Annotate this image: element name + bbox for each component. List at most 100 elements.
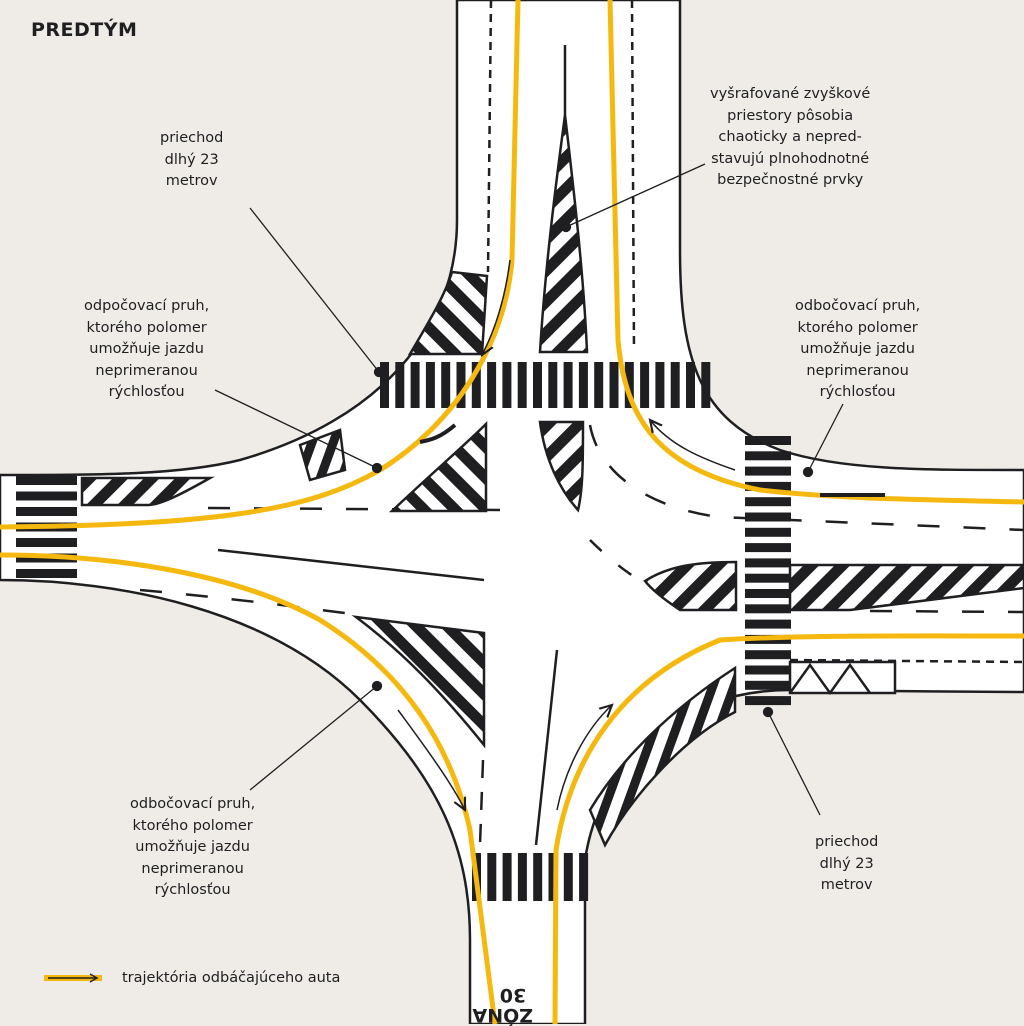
annotation-turn-lane-east: odbočovací pruh, ktorého polomer umožňuj… [795,296,920,404]
southeast-curve-strips [588,665,737,848]
annotation-turn-lane-southwest: odbočovací pruh, ktorého polomer umožňuj… [130,794,255,902]
annotation-crossing-north: priechod dlhý 23 metrov [160,128,223,193]
zone-marking-word: ZÓNA [472,1004,533,1026]
annotation-line: bezpečnostné prvky [717,172,864,188]
crosswalk-stripe [517,853,527,901]
crosswalk-stripe [745,512,791,522]
crosswalk-stripe [395,362,405,408]
annotation-line: odbočovací pruh, [795,298,921,314]
crosswalk-stripe [594,362,604,408]
crosswalk-stripe [380,362,389,408]
crosswalk-stripe [487,853,497,901]
west-upper-island [80,476,215,507]
crosswalk-stripe [502,362,512,408]
crosswalk-stripe [745,650,791,660]
east-small-island [643,560,738,612]
crosswalk-stripe [745,466,791,476]
page-title: PREDTÝM [31,19,138,41]
lane-markings [139,0,1024,846]
crosswalk-stripe [640,362,650,408]
road-arrows [419,423,885,497]
crosswalk-stripe [579,853,589,901]
crosswalk-stripe [502,853,512,901]
crosswalk-stripe [441,362,451,408]
crosswalk-stripe [425,362,435,408]
trajectory-arrow-icon [44,973,102,983]
annotation-line: rýchlosťou [108,384,185,400]
north-island-lower [538,420,585,513]
southeast-zigzag-box [788,660,897,696]
crosswalks [16,362,791,901]
crosswalk-stripe [745,573,791,583]
annotation-hatched-areas: vyšrafované zvyškové priestory pôsobia c… [710,84,870,192]
annotation-line: metrov [165,173,218,189]
northwest-triangle-island [388,420,488,513]
annotation-line: metrov [820,877,873,893]
crosswalk-stripe [624,362,634,408]
annotation-line: odpočovací pruh, [84,298,210,314]
west-curve-strips [298,428,347,482]
crosswalk-stripe [745,543,791,553]
east-long-island [788,563,1024,612]
crosswalk-stripe [533,362,542,408]
annotation-line: umožňuje jazdu [135,839,250,855]
crosswalk-stripe [563,853,573,901]
crosswalk-east [745,436,791,706]
annotation-line: neprimeranou [95,362,198,379]
annotation-line: vyšrafované zvyškové [710,86,871,102]
annotation-crossing-southeast: priechod dlhý 23 metrov [815,832,878,897]
northwest-corner-island [407,270,489,356]
callout-lines [214,163,844,816]
annotation-line: dlhý 23 [164,151,219,168]
crosswalk-stripe [745,619,791,629]
crosswalk-stripe [578,362,588,408]
crosswalk-stripe [745,451,791,461]
annotation-line: priechod [815,834,879,850]
annotation-line: rýchlosťou [154,882,231,898]
crosswalk-stripe [745,665,791,675]
crosswalk-stripe [745,589,791,598]
north-median-island [538,45,589,354]
crosswalk-stripe [655,362,665,408]
crosswalk-stripe [745,436,791,445]
crosswalk-stripe [533,853,543,901]
annotation-line: umožňuje jazdu [800,341,915,357]
crosswalk-stripe [745,497,791,507]
crosswalk-stripe [517,362,527,408]
crosswalk-stripe [548,853,558,901]
crosswalk-stripe [745,604,791,614]
southwest-triangle-island [351,615,486,749]
crosswalk-stripe [548,362,558,408]
crosswalk-stripe [16,476,77,485]
annotation-turn-lane-northwest: odpočovací pruh, ktorého polomer umožňuj… [84,296,209,404]
annotation-line: umožňuje jazdu [89,341,204,357]
crosswalk-north [380,362,711,408]
annotation-line: ktorého polomer [86,319,207,336]
annotation-line: priestory pôsobia [727,107,854,124]
trajectory-arrows [397,259,736,810]
annotation-line: stavujú plnohodnotné [711,150,870,167]
crosswalk-stripe [16,507,77,516]
crosswalk-stripe [670,362,680,408]
crosswalk-stripe [471,362,481,408]
annotation-line: ktorého polomer [132,817,253,834]
zone-marking-number: 30 [499,984,527,1006]
crosswalk-stripe [745,680,791,690]
crosswalk-stripe [16,569,77,578]
annotation-line: odbočovací pruh, [130,796,256,812]
crosswalk-stripe [410,362,420,408]
crosswalk-stripe [745,696,791,706]
crosswalk-stripe [745,558,791,568]
annotation-line: chaoticky a nepred- [718,129,862,145]
hatched-islands [80,45,1024,848]
annotation-line: neprimeranou [806,362,909,379]
annotation-line: ktorého polomer [797,319,918,336]
legend: trajektória odbáčajúceho auta [44,970,340,986]
crosswalk-stripe [745,481,791,491]
crosswalk-stripe [745,527,791,537]
annotation-line: rýchlosťou [819,384,896,400]
turn-arrow-west [419,423,457,444]
annotation-line: neprimeranou [141,860,244,877]
